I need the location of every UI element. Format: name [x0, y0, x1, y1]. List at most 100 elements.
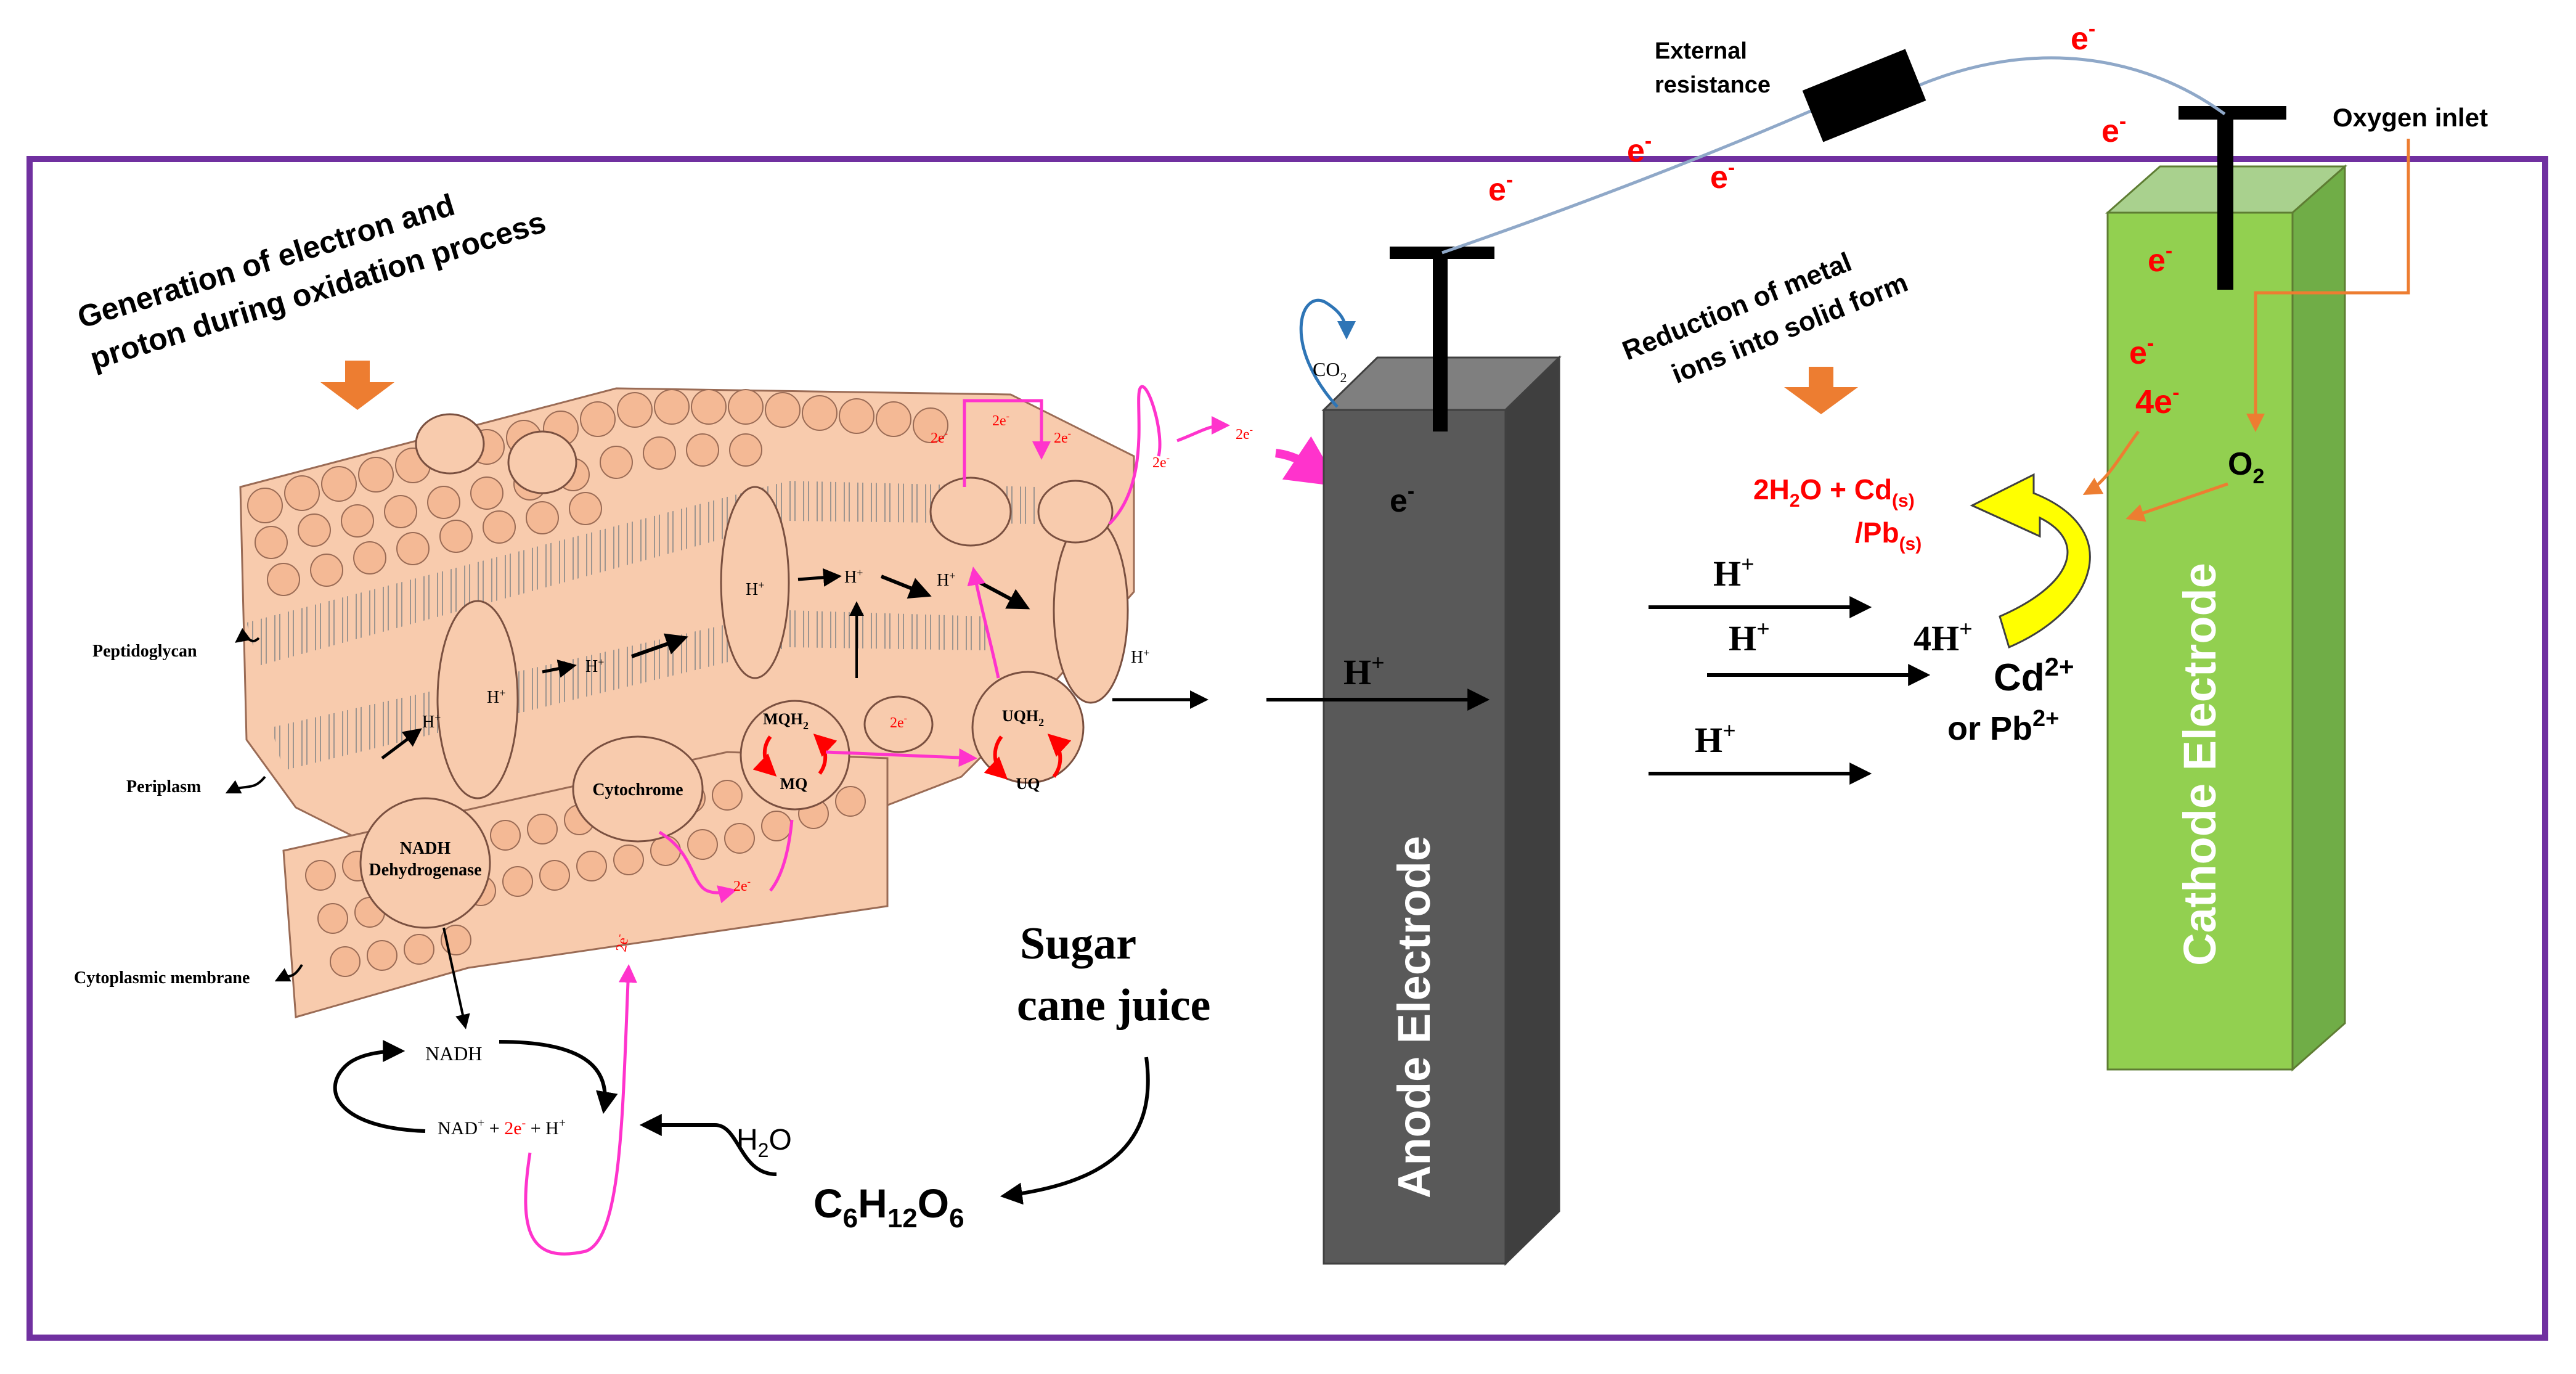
proton-arrow-mid5: [979, 581, 1030, 610]
cathode-front-face: [2106, 211, 2294, 1071]
four-h-label: 4H+: [1914, 616, 1973, 658]
co2-label: CO2: [1313, 358, 1347, 385]
protein-top-2: [1037, 480, 1114, 544]
electron-path-mq-uq: [825, 748, 977, 767]
water-to-nad-arrow: [639, 1114, 777, 1176]
nadh-cycle: NADH NAD+ + 2e- + H+ H2O: [333, 1040, 792, 1176]
mq-redox-arrow-left-icon: [752, 735, 777, 777]
electron-path-top-box: [963, 399, 1051, 487]
anode-front-face: [1323, 409, 1507, 1265]
sugar-cane-line1: Sugar: [1020, 918, 1136, 969]
electron-label-1: e-: [2071, 17, 2095, 57]
nadh-dehydrogenase-protein: [359, 797, 491, 929]
anode-side-face: [1504, 355, 1560, 1266]
cd-ion-label: Cd2+: [1994, 652, 2074, 699]
electron-label-2: e-: [2101, 110, 2126, 149]
hplus-label-3: H+: [1695, 718, 1736, 760]
external-resistance-block: [1802, 49, 1926, 142]
proton-arrow-mid4: [880, 575, 932, 599]
cytochrome-protein: [572, 735, 704, 843]
hplus-label-2: H+: [1729, 616, 1770, 658]
protein-channel-2: [720, 486, 790, 679]
hplus-anode-label: H+: [1343, 650, 1385, 692]
glucose-label: C6H12O6: [813, 1180, 964, 1233]
two-e-label-5: 2e-: [1236, 425, 1253, 443]
o2-label: O2: [2228, 446, 2264, 488]
product-line1: 2H2O + Cd(s): [1753, 473, 1915, 511]
electron-label-5: e-: [1488, 168, 1513, 208]
electron-path-cytochrome: [658, 830, 737, 904]
co2-release-arrow: [1299, 298, 1356, 408]
hplus-periplasm-label: H+: [422, 711, 441, 732]
bacterial-membrane: NADH Dehydrogenase Cytochrome MQH2 MQ UQ…: [74, 385, 1340, 1256]
nad-equation: NAD+ + 2e- + H+: [438, 1116, 566, 1139]
two-e-label-6: 2e-: [733, 877, 751, 894]
electron-path-uq-up: [967, 566, 1000, 679]
hplus-mid3-label: H+: [937, 570, 955, 590]
periplasm-label: Periplasm: [126, 777, 201, 796]
nadh-dehydrogenase-line2: Dehydrogenase: [369, 861, 481, 880]
external-wire-right: [1916, 56, 2226, 116]
mq-redox-arrow-right-icon: [813, 734, 838, 775]
small-2e-label: 2e-: [890, 713, 907, 731]
cathode-terminal-post: [2217, 114, 2233, 290]
anode-electron-label: e-: [1390, 480, 1414, 519]
hplus-channel2-label: H+: [746, 579, 764, 599]
mq-label: MQ: [780, 775, 808, 793]
electron-path-bottom-loop: [524, 964, 637, 1256]
nadh-cycle-top-arrow: [499, 1040, 618, 1114]
uq-protein: [971, 671, 1085, 784]
peptidoglycan-label: Peptidoglycan: [92, 642, 197, 661]
two-e-label-7: 2e-: [611, 933, 632, 953]
oxygen-inlet-line: [2246, 139, 2410, 432]
small-2e-protein: [863, 695, 934, 753]
mqh2-label: MQH2: [763, 710, 809, 732]
two-e-label-4: 2e-: [1152, 453, 1170, 471]
external-wire-left: [1441, 106, 1819, 255]
hplus-channel1-label: H+: [487, 687, 505, 707]
periplasm-pointer: [225, 775, 266, 794]
hplus-exit-label: H+: [1131, 647, 1149, 667]
protein-top-1: [929, 476, 1012, 547]
electron-path-mq-down: [769, 819, 794, 892]
uq-redox-arrow-right-icon: [1047, 734, 1072, 778]
reduction-orange-arrow-icon: [1784, 367, 1858, 414]
cytochrome-label: Cytochrome: [592, 780, 683, 799]
reduction-yellow-arrow-icon: [1970, 473, 2091, 649]
protein-blob-mid: [507, 430, 577, 494]
hplus-mid1-label: H+: [585, 656, 604, 676]
proton-arrow-periplasm: [381, 728, 422, 759]
electron-path-exit-curve: [1108, 385, 1162, 525]
protein-channel-1: [436, 600, 519, 799]
electron-label-3: e-: [1627, 129, 1652, 169]
product-line2: /Pb(s): [1855, 517, 1922, 554]
oxygen-inlet-label: Oxygen inlet: [2333, 103, 2488, 132]
nadh-dehydrogenase-line1: NADH: [400, 839, 451, 858]
electron-path-to-anode-1: [1176, 416, 1230, 443]
electron-label-4: e-: [1710, 156, 1735, 195]
external-resistance-line2: resistance: [1655, 72, 1771, 98]
membrane-proteins: [359, 413, 1129, 929]
electron-label-6: e-: [2148, 239, 2172, 279]
external-resistance-line1: External: [1655, 38, 1747, 64]
cytoplasmic-pointer: [274, 963, 303, 982]
anode-electrode: Anode Electrode: [1321, 355, 1562, 1266]
proton-arrow-mid1: [542, 659, 577, 678]
pb-ion-label: or Pb2+: [1947, 706, 2059, 747]
reduction-label: Reduction of metal ions into solid form: [1618, 247, 1912, 390]
nadh-down-arrow: [442, 927, 470, 1029]
outer-frame: [26, 156, 2548, 1341]
cytoplasmic-membrane-label: Cytoplasmic membrane: [74, 968, 250, 988]
sugar-to-glucose-arrow: [1000, 1057, 1150, 1205]
cathode-terminal-bar: [2179, 106, 2286, 120]
proton-arrow-mid3: [797, 568, 842, 587]
generation-label: Generation of electron and proton during…: [73, 187, 550, 377]
electron-label-7: e-: [2129, 332, 2154, 371]
protein-blob-left: [415, 413, 485, 475]
four-e-arrow: [2082, 430, 2140, 495]
uqh2-label: UQH2: [1002, 707, 1044, 729]
uq-redox-arrow-left-icon: [984, 735, 1008, 780]
generation-orange-arrow-icon: [320, 361, 394, 410]
protein-channel-3: [1053, 517, 1129, 704]
